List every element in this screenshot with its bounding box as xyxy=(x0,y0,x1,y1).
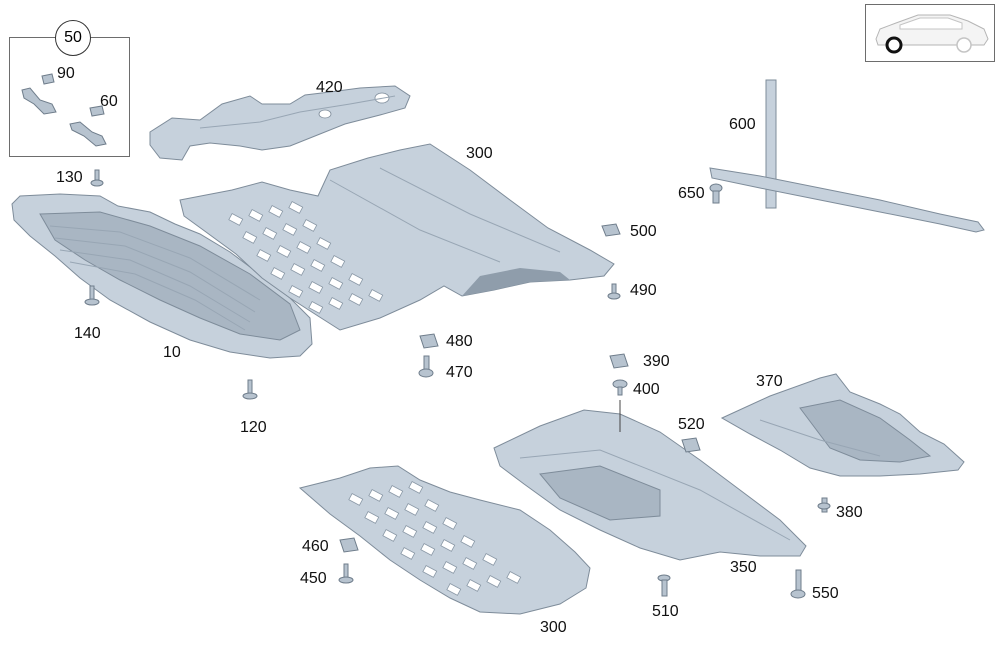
part-60-shape[interactable] xyxy=(69,105,107,147)
part-400-fastener[interactable] xyxy=(612,379,628,396)
label-510[interactable]: 510 xyxy=(652,603,679,620)
label-550[interactable]: 550 xyxy=(812,585,839,602)
part-90-shape[interactable] xyxy=(21,73,57,115)
part-470-fastener[interactable] xyxy=(418,355,434,378)
part-480-clip[interactable] xyxy=(419,333,439,349)
part-300-bottom-shape[interactable] xyxy=(298,465,591,615)
label-300-top[interactable]: 300 xyxy=(466,145,493,162)
kit-50-label[interactable]: 50 xyxy=(55,20,91,56)
part-300-top-shape[interactable] xyxy=(179,143,615,331)
label-300-bottom[interactable]: 300 xyxy=(540,619,567,636)
label-60[interactable]: 60 xyxy=(100,93,118,110)
label-480[interactable]: 480 xyxy=(446,333,473,350)
label-520[interactable]: 520 xyxy=(678,416,705,433)
label-380[interactable]: 380 xyxy=(836,504,863,521)
label-400[interactable]: 400 xyxy=(633,381,660,398)
part-380-fastener[interactable] xyxy=(817,497,831,513)
label-420[interactable]: 420 xyxy=(316,79,343,96)
part-500-clip[interactable] xyxy=(601,223,621,237)
part-370-shape[interactable] xyxy=(720,373,965,477)
label-600[interactable]: 600 xyxy=(729,116,756,133)
part-350-shape[interactable] xyxy=(493,409,807,561)
label-140[interactable]: 140 xyxy=(74,325,101,342)
part-120-fastener[interactable] xyxy=(242,379,258,400)
label-450[interactable]: 450 xyxy=(300,570,327,587)
part-460-clip[interactable] xyxy=(339,537,359,553)
part-550-fastener[interactable] xyxy=(790,569,806,599)
part-420-shape[interactable] xyxy=(149,85,411,161)
label-90[interactable]: 90 xyxy=(57,65,75,82)
part-300-top-grille xyxy=(228,200,384,314)
label-460[interactable]: 460 xyxy=(302,538,329,555)
part-490-fastener[interactable] xyxy=(607,283,621,300)
label-490[interactable]: 490 xyxy=(630,282,657,299)
label-500[interactable]: 500 xyxy=(630,223,657,240)
label-120[interactable]: 120 xyxy=(240,419,267,436)
part-450-fastener[interactable] xyxy=(338,563,354,584)
part-140-fastener[interactable] xyxy=(84,285,100,306)
label-10[interactable]: 10 xyxy=(163,344,181,361)
label-650[interactable]: 650 xyxy=(678,185,705,202)
part-650-fastener[interactable] xyxy=(709,183,723,204)
label-370[interactable]: 370 xyxy=(756,373,783,390)
part-390-clip[interactable] xyxy=(609,353,629,369)
label-470[interactable]: 470 xyxy=(446,364,473,381)
part-510-fastener[interactable] xyxy=(657,574,671,597)
part-300-bottom-grille xyxy=(348,480,522,596)
part-520-clip[interactable] xyxy=(681,437,701,453)
label-350[interactable]: 350 xyxy=(730,559,757,576)
vehicle-thumbnail[interactable] xyxy=(865,4,995,62)
car-icon xyxy=(875,14,989,54)
label-130[interactable]: 130 xyxy=(56,169,83,186)
part-600-shape[interactable] xyxy=(709,79,985,233)
part-10-shape[interactable] xyxy=(11,193,313,359)
label-390[interactable]: 390 xyxy=(643,353,670,370)
part-130-fastener[interactable] xyxy=(90,169,104,187)
